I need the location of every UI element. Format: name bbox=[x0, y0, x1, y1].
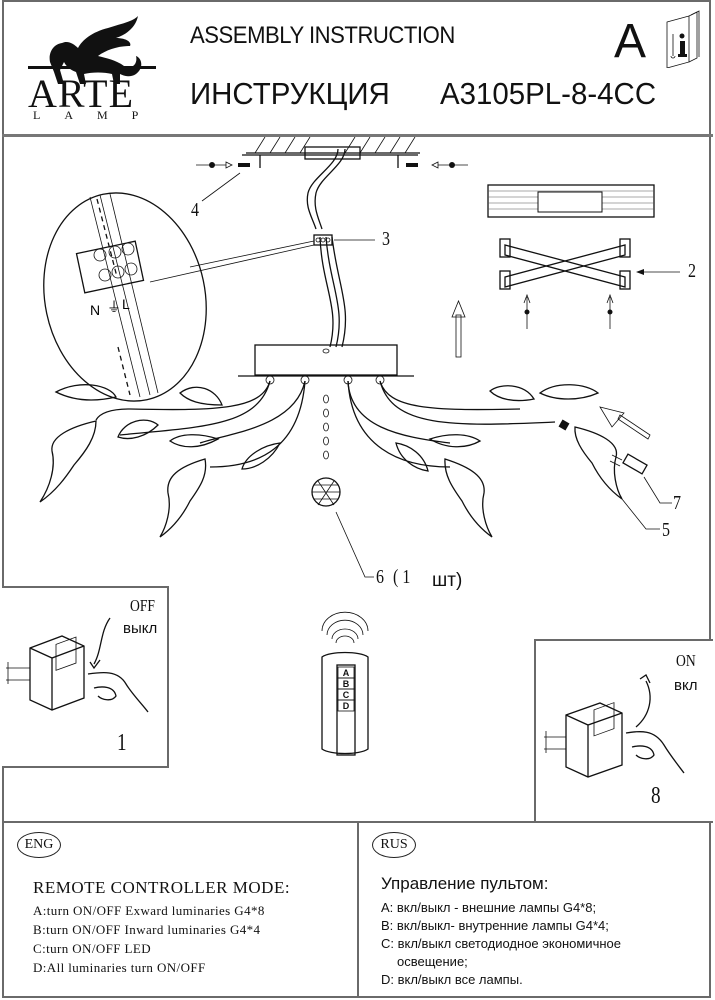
header: ARTE LAMP ASSEMBLY INSTRUCTION ИНСТРУКЦИ… bbox=[0, 0, 715, 136]
remote-button-c: C bbox=[342, 690, 350, 700]
terminal-block-icon bbox=[313, 234, 333, 246]
manual-book-icon bbox=[666, 10, 700, 68]
screw-up-right-icon bbox=[606, 293, 614, 329]
step-number: 1 bbox=[117, 730, 127, 756]
state-on-en: ON bbox=[676, 651, 696, 670]
remote-control-icon bbox=[321, 611, 369, 756]
eng-line-b: B:turn ON/OFF Inward luminaries G4*4 bbox=[33, 922, 261, 937]
callout-6: 6 bbox=[376, 566, 384, 588]
connector-detail-magnifier: N ⏚ L bbox=[43, 192, 207, 402]
rus-line-c: C: вкл/выкл светодиодное экономичное bbox=[381, 936, 621, 951]
remote-button-d: D bbox=[342, 701, 350, 711]
callout-6-qty: ( 1 bbox=[393, 566, 411, 588]
screw-up-left-icon bbox=[523, 293, 531, 329]
g4-bulb-icon bbox=[609, 453, 648, 475]
callout-7: 7 bbox=[673, 492, 681, 514]
column-divider bbox=[357, 821, 359, 998]
leader-5 bbox=[621, 498, 660, 530]
ceiling-hatch bbox=[242, 137, 420, 168]
brand-name: ARTE bbox=[28, 71, 135, 116]
lamp-arms bbox=[95, 375, 556, 468]
eng-line-a: A:turn ON/OFF Exward luminaries G4*8 bbox=[33, 903, 265, 918]
up-arrow-icon bbox=[451, 299, 466, 358]
rus-line-a: A: вкл/выкл - внешние лампы G4*8; bbox=[381, 900, 597, 915]
brand-sub: LAMP bbox=[33, 108, 163, 122]
eng-line-c: C:turn ON/OFF LED bbox=[33, 941, 152, 956]
cross-bracket-icon bbox=[499, 238, 631, 290]
lang-badge-rus: RUS bbox=[372, 832, 416, 858]
state-on-ru: вкл bbox=[674, 677, 698, 694]
eng-heading: REMOTE CONTROLLER MODE: bbox=[33, 878, 291, 897]
remote-button-a: A bbox=[342, 668, 350, 678]
curved-arrow-down-icon bbox=[93, 617, 111, 665]
model-number: A3105PL-8-4CC bbox=[440, 76, 657, 111]
callout-3: 3 bbox=[382, 228, 390, 250]
rus-heading: Управление пультом: bbox=[381, 874, 549, 893]
step-on-panel: ON вкл 8 bbox=[534, 639, 713, 823]
mark-ground: ⏚ bbox=[107, 299, 121, 315]
decorative-leaves bbox=[54, 384, 600, 472]
leader-7 bbox=[643, 476, 672, 504]
mounting-plate-icon bbox=[487, 184, 655, 218]
version-letter: A bbox=[614, 15, 647, 68]
rus-line-b: B: вкл/выкл- внутренние лампы G4*4; bbox=[381, 918, 609, 933]
state-off-en: OFF bbox=[130, 596, 155, 615]
curved-arrow-up-icon bbox=[635, 680, 651, 728]
callout-6-unit: шт) bbox=[432, 570, 463, 591]
lion-logo-icon bbox=[28, 16, 156, 84]
insert-arrow-icon bbox=[599, 406, 651, 440]
callout-4: 4 bbox=[191, 199, 199, 221]
switch-on-illustration bbox=[544, 674, 685, 778]
mark-neutral: N bbox=[90, 302, 100, 318]
wall-anchor-left-icon bbox=[196, 161, 250, 169]
canopy-body bbox=[238, 344, 414, 377]
title-en: ASSEMBLY INSTRUCTION bbox=[190, 22, 455, 49]
power-cable bbox=[306, 148, 339, 230]
callout-5: 5 bbox=[662, 519, 670, 541]
rus-line-d: D: вкл/выкл все лампы. bbox=[381, 972, 523, 987]
assembly-diagram: N ⏚ L bbox=[39, 137, 680, 756]
leader-6 bbox=[335, 511, 374, 578]
eng-line-d: D:All luminaries turn ON/OFF bbox=[33, 960, 206, 975]
callout-2: 2 bbox=[688, 260, 696, 282]
remote-button-b: B bbox=[342, 679, 350, 689]
crystal-pendant-icon bbox=[311, 394, 341, 507]
leader-4 bbox=[201, 172, 241, 202]
state-off-ru: выкл bbox=[123, 620, 158, 637]
rus-line-c-cont: освещение; bbox=[397, 954, 468, 969]
mark-live: L bbox=[122, 296, 130, 312]
header-divider bbox=[2, 134, 713, 137]
step-off-panel: OFF выкл 1 bbox=[2, 586, 169, 768]
title-ru: ИНСТРУКЦИЯ bbox=[190, 76, 390, 111]
switch-off-illustration bbox=[6, 617, 149, 713]
lang-badge-eng: ENG bbox=[17, 832, 61, 858]
wall-anchor-right-icon bbox=[406, 161, 468, 169]
step-number: 8 bbox=[651, 783, 661, 809]
